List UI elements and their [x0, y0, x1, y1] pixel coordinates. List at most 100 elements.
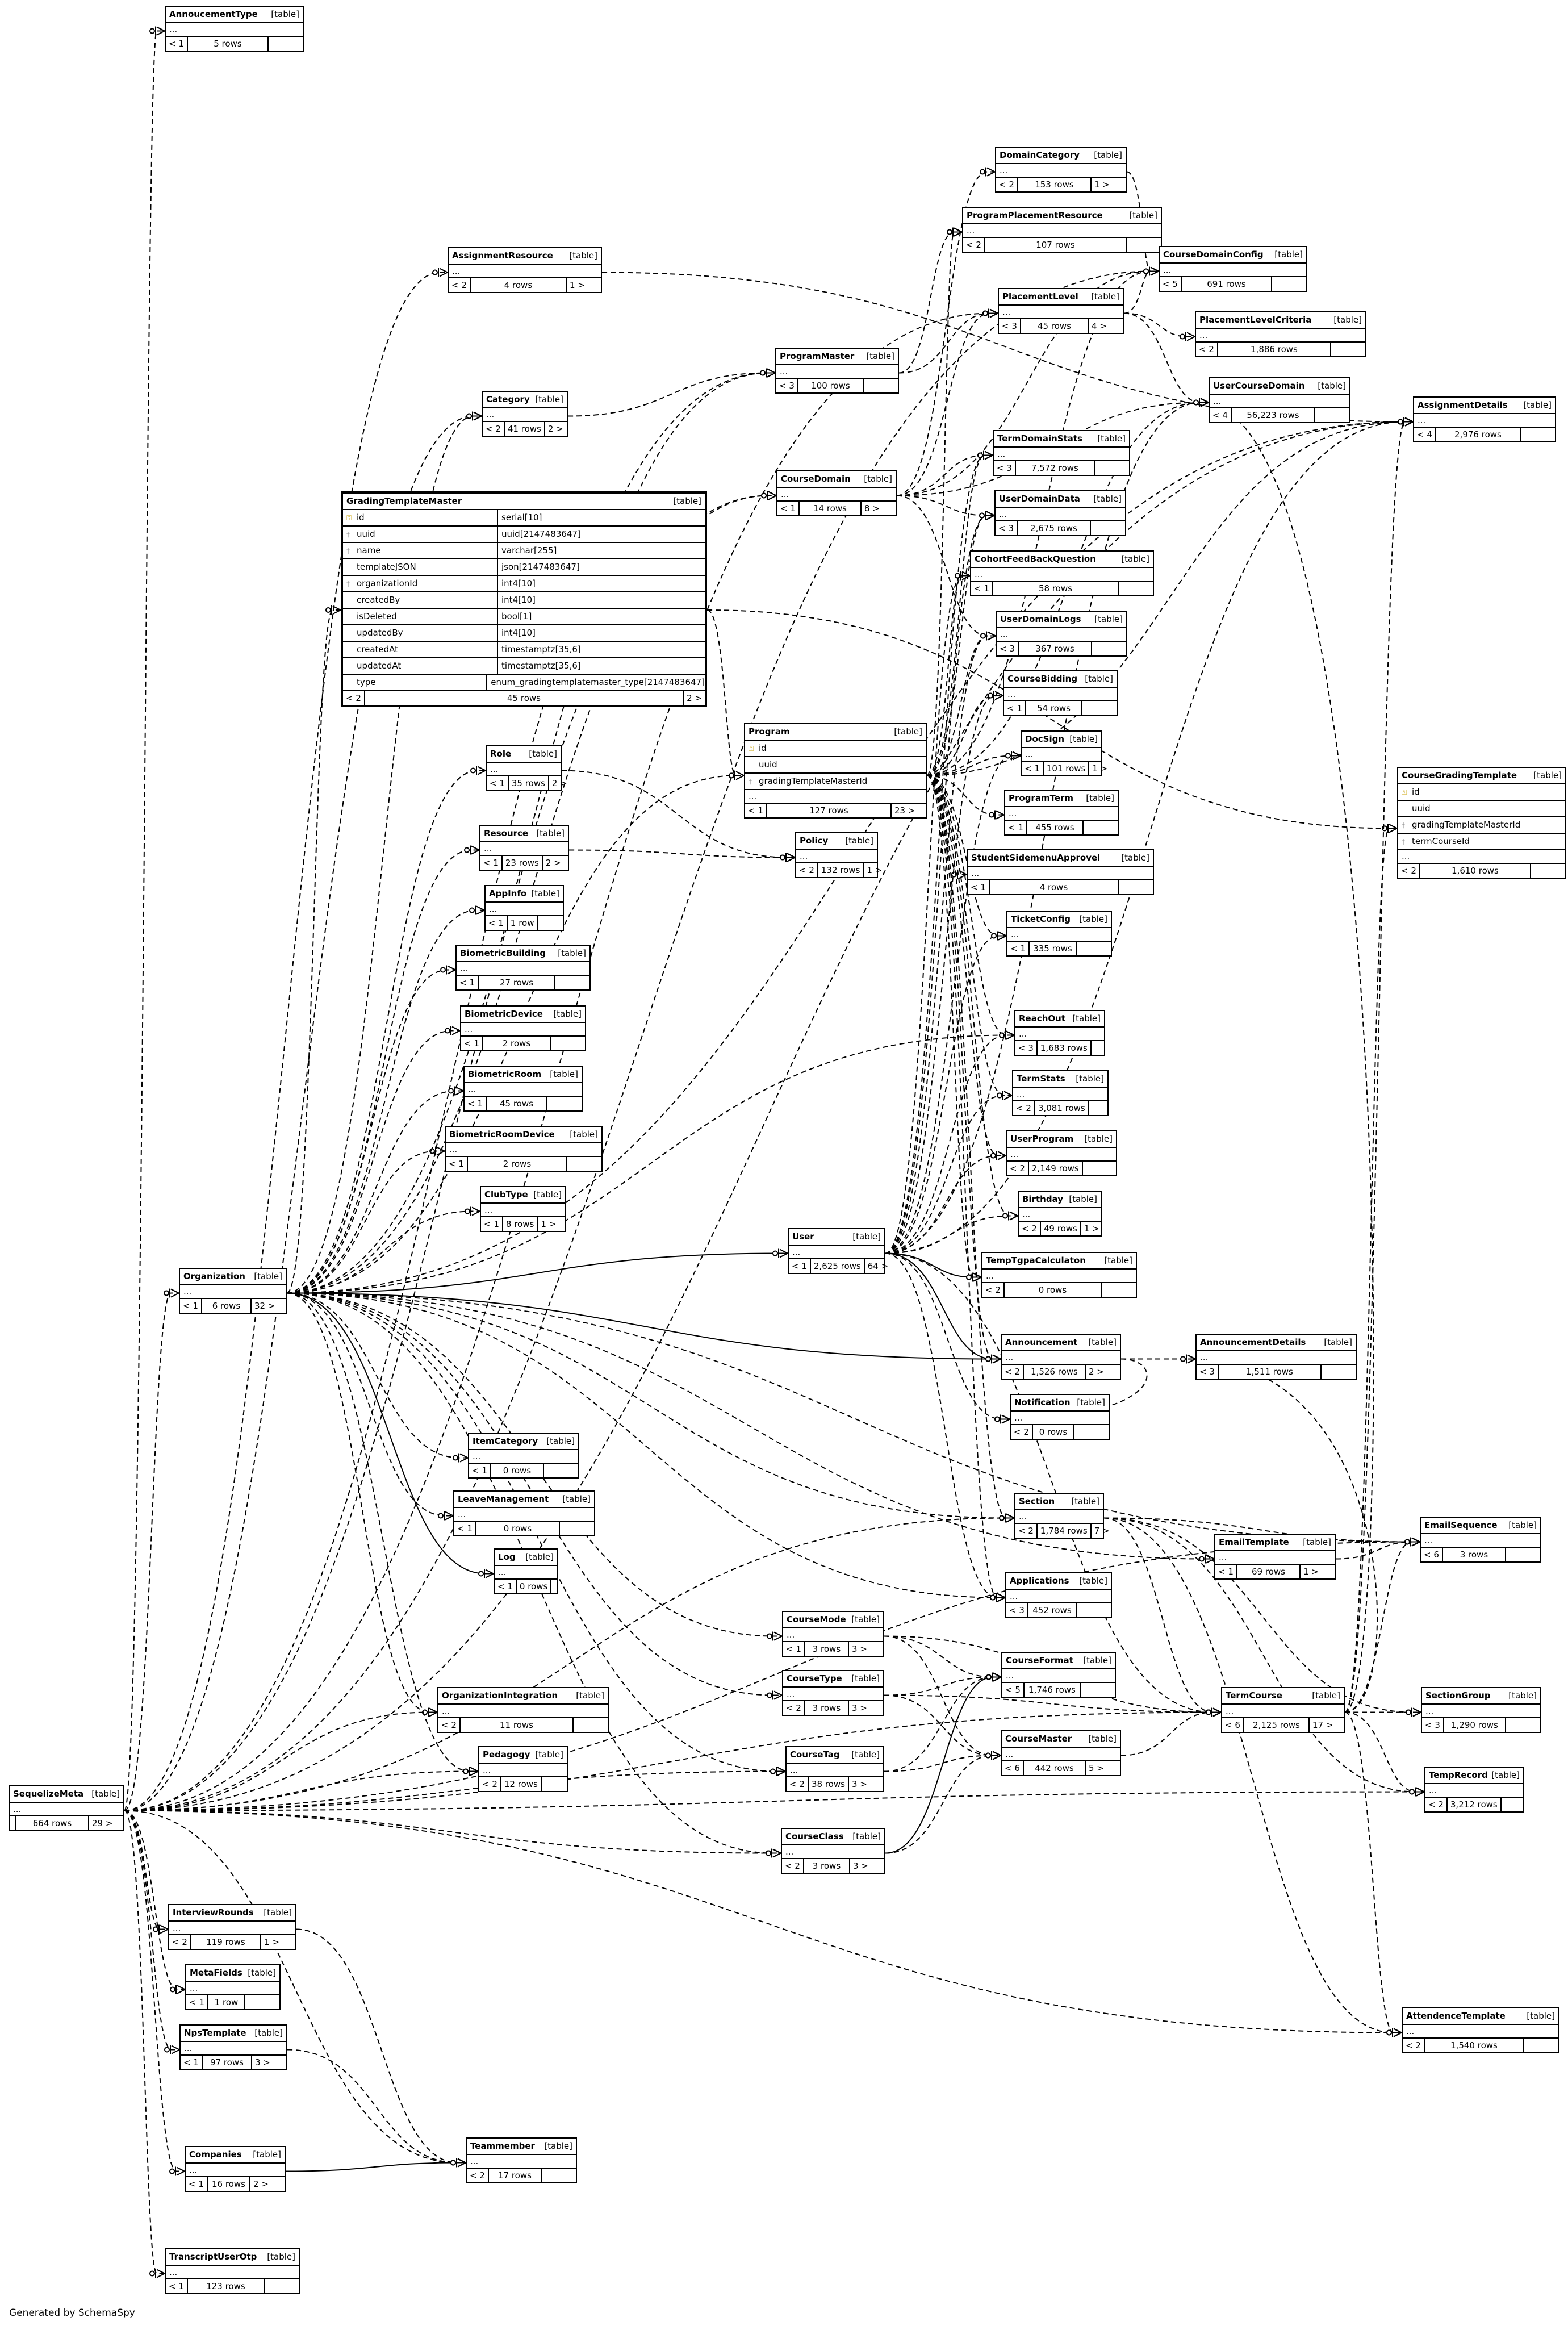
crows-foot-marker: [776, 1767, 787, 1776]
optional-marker: [1143, 268, 1149, 274]
table-type: [table]: [569, 250, 597, 261]
column-name: uuid: [759, 759, 777, 770]
crows-foot-marker: [1392, 2028, 1403, 2037]
crows-foot-marker: [1387, 824, 1399, 833]
table-name: ItemCategory: [473, 1436, 538, 1446]
table-name: User: [792, 1231, 814, 1242]
row-indicator: ...: [1403, 2025, 1558, 2039]
table-type: [table]: [1312, 1690, 1340, 1701]
row-count: 45 rows: [487, 1097, 547, 1110]
row-count: 6 rows: [202, 1299, 252, 1313]
children-count: 32 >: [254, 1300, 275, 1311]
crows-foot-marker: [993, 691, 1005, 700]
table-name: Notification: [1014, 1397, 1071, 1408]
crows-foot-marker: [985, 511, 996, 520]
crows-foot-marker: [772, 1690, 784, 1700]
row-count: 2 rows: [468, 1157, 567, 1171]
parents-count: < 1: [1004, 701, 1026, 715]
row-indicator: ...: [1210, 395, 1349, 408]
row-indicator: ...: [486, 903, 563, 916]
table-type: [table]: [553, 1009, 582, 1019]
relationship-edge: [885, 1252, 1005, 1598]
relationship-edge: [884, 1694, 1221, 1713]
relationship-edge: [286, 770, 486, 1294]
row-count: 153 rows: [1018, 178, 1092, 191]
row-count: 4 rows: [990, 880, 1119, 894]
row-count: 3 rows: [1443, 1548, 1506, 1561]
table-name: CourseTag: [790, 1749, 840, 1760]
relationship-edge: [885, 1755, 1001, 1854]
